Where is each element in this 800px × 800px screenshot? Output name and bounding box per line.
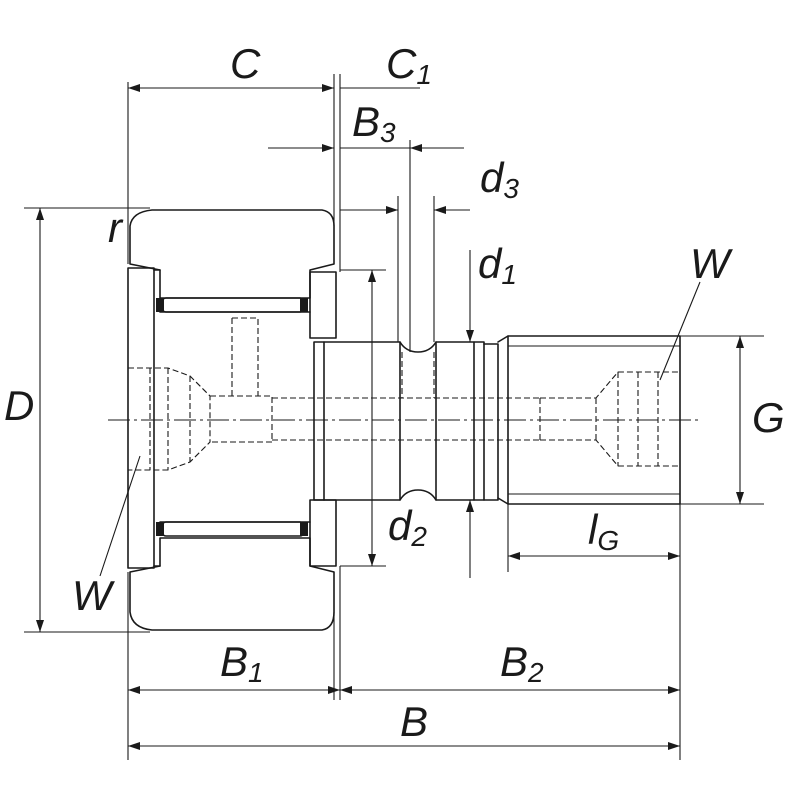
- label-d2: d2: [388, 502, 427, 552]
- label-D: D: [4, 382, 34, 429]
- needle-rollers: [156, 297, 308, 537]
- label-B1: B1: [220, 638, 264, 688]
- stud-shaft: [313, 335, 681, 505]
- label-r: r: [108, 204, 124, 251]
- label-C1: C1: [386, 40, 432, 90]
- dimension-labels: C C1 B3 d3 d1 r W W D G d2 lG B1 B2 B: [4, 40, 785, 745]
- dimension-lines: [36, 84, 744, 750]
- label-B2: B2: [500, 638, 544, 688]
- label-B: B: [400, 698, 428, 745]
- label-C: C: [230, 40, 261, 87]
- label-G: G: [752, 394, 785, 441]
- hidden-features: [128, 317, 680, 471]
- stud-head-flange: [127, 267, 161, 569]
- label-W-bottom: W: [72, 572, 115, 619]
- leader-lines: [99, 281, 701, 577]
- label-B3: B3: [352, 98, 396, 148]
- stud-body: [159, 311, 311, 523]
- label-lG: lG: [588, 506, 619, 556]
- extension-lines: [24, 74, 764, 760]
- label-d1: d1: [478, 240, 517, 290]
- label-d3: d3: [480, 154, 519, 204]
- label-W-top: W: [690, 240, 733, 287]
